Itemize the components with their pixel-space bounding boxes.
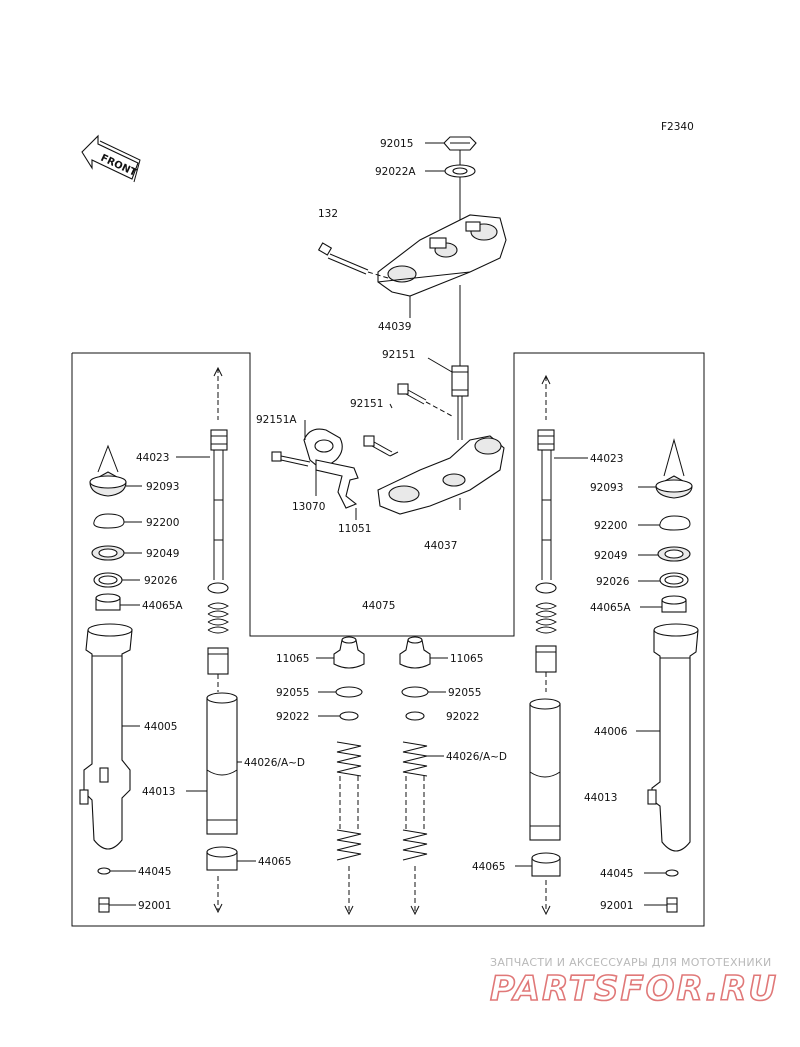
label-right-92049: 92049 — [594, 550, 627, 562]
label-44039: 44039 — [378, 321, 411, 333]
label-left-92026: 92026 — [144, 575, 178, 587]
label-132: 132 — [318, 208, 338, 220]
label-left-44045: 44045 — [138, 866, 171, 878]
label-right-44006: 44006 — [594, 726, 628, 738]
steering-stem-44037 — [377, 285, 505, 515]
label-center-92055-left: 92055 — [276, 687, 309, 699]
nut-92015 — [443, 136, 477, 151]
label-right-44065A: 44065A — [590, 602, 631, 614]
label-right-92001: 92001 — [600, 900, 633, 912]
bolt-92151-lower — [363, 435, 393, 457]
bolt-92151A — [271, 451, 311, 467]
label-92015: 92015 — [380, 138, 413, 150]
label-center-11065-right: 11065 — [450, 653, 483, 665]
label-right-44045: 44045 — [600, 868, 633, 880]
center-left-spring-set — [316, 636, 365, 916]
label-center-92055-right: 92055 — [448, 687, 481, 699]
label-left-92049: 92049 — [146, 548, 179, 560]
label-44075: 44075 — [362, 600, 395, 612]
label-right-44023: 44023 — [590, 453, 623, 465]
label-right-44013: 44013 — [584, 792, 617, 804]
label-center-92022-right: 92022 — [446, 711, 479, 723]
bracket-11051 — [315, 459, 359, 509]
label-left-92093: 92093 — [146, 481, 179, 493]
label-right-92200: 92200 — [594, 520, 627, 532]
label-92151-mid: 92151 — [350, 398, 383, 410]
label-11051: 11051 — [338, 523, 371, 535]
center-right-spring-set — [399, 636, 448, 916]
fork-assembly-frame-44075 — [71, 352, 705, 927]
label-13070: 13070 — [292, 501, 325, 513]
label-left-44005: 44005 — [144, 721, 177, 733]
label-left-44013: 44013 — [142, 786, 175, 798]
label-center-11065-left: 11065 — [276, 653, 309, 665]
label-right-44026: 44026/A~D — [446, 751, 507, 763]
left-fork-parts — [79, 366, 256, 914]
figure-code: F2340 — [661, 121, 694, 133]
right-fork-parts — [515, 374, 699, 916]
bolt-132 — [317, 242, 389, 279]
label-92151A: 92151A — [256, 414, 297, 426]
label-left-44065: 44065 — [258, 856, 291, 868]
label-left-44065A: 44065A — [142, 600, 183, 612]
label-left-44026: 44026/A~D — [244, 757, 305, 769]
washer-92022A — [444, 164, 476, 178]
label-92151-top: 92151 — [382, 349, 415, 361]
label-left-44023: 44023 — [136, 452, 169, 464]
watermark: ЗАПЧАСТИ И АКСЕССУАРЫ ДЛЯ МОТОТЕХНИКИ PA… — [489, 956, 778, 1010]
front-direction-arrow: FRONT — [81, 134, 141, 183]
label-92022A: 92022A — [375, 166, 416, 178]
label-left-92001: 92001 — [138, 900, 171, 912]
watermark-brand: PARTSFOR.RU — [490, 969, 778, 1009]
label-right-92026: 92026 — [596, 576, 630, 588]
label-right-44065: 44065 — [472, 861, 505, 873]
watermark-tagline: ЗАПЧАСТИ И АКСЕССУАРЫ ДЛЯ МОТОТЕХНИКИ — [490, 956, 772, 969]
upper-bracket-44039 — [377, 214, 507, 297]
bolt-92151-upper — [397, 383, 453, 417]
label-right-92093: 92093 — [590, 482, 623, 494]
label-center-92022-left: 92022 — [276, 711, 309, 723]
label-left-92200: 92200 — [146, 517, 179, 529]
label-44037: 44037 — [424, 540, 457, 552]
clamp-13070 — [303, 428, 343, 471]
